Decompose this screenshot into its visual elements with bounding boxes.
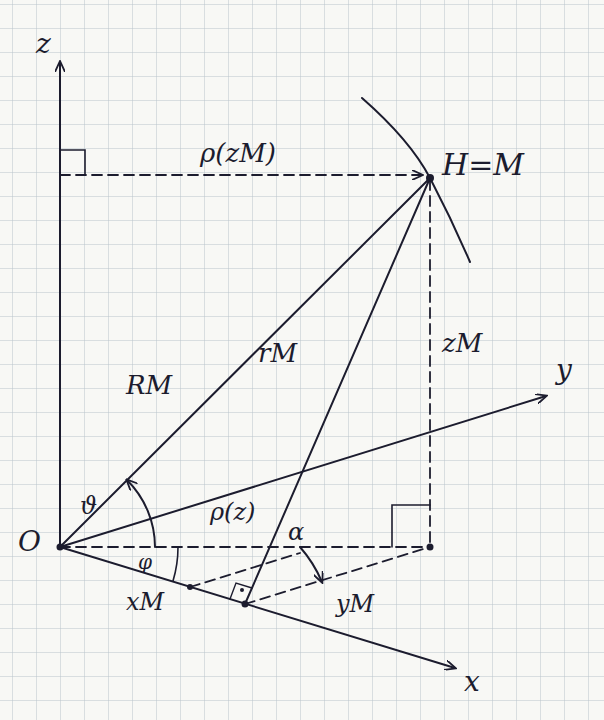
- angle-label: ϑ: [80, 494, 97, 518]
- axis-label: x: [464, 668, 480, 696]
- point-label: H=M: [442, 150, 524, 180]
- point-m: [426, 174, 434, 182]
- point: [240, 588, 244, 592]
- x-axis: [60, 547, 455, 668]
- origin-point: [57, 544, 64, 551]
- distance-label: zM: [442, 330, 482, 356]
- z-axis: [59, 62, 61, 547]
- distance-label: ρ(zM): [200, 140, 276, 166]
- right-angle: [392, 505, 430, 547]
- axis-label: z: [36, 30, 51, 58]
- right-angle: [230, 583, 252, 599]
- phi-arc: [173, 547, 178, 581]
- surface-curve: [362, 98, 470, 262]
- foot-point: [427, 544, 434, 551]
- distance-label: rM: [258, 340, 297, 366]
- distance-label: ρ(z): [210, 500, 255, 524]
- axis-label: y: [556, 356, 572, 384]
- coordinate-label: yM: [336, 592, 374, 616]
- origin-label: O: [18, 528, 41, 556]
- xm-point: [242, 601, 249, 608]
- rho-line: [60, 546, 430, 548]
- angle-label: φ: [138, 552, 152, 572]
- angle-label: α: [288, 520, 304, 544]
- zm-line: [429, 180, 431, 547]
- coordinate-label: xM: [126, 590, 164, 614]
- theta-arc: [127, 480, 155, 547]
- distance-label: RM: [126, 372, 172, 398]
- parallel-line: [190, 553, 300, 587]
- radius-line: [60, 178, 430, 547]
- r-line: [245, 178, 430, 604]
- alpha-arc: [300, 547, 322, 582]
- right-angle: [60, 150, 85, 175]
- rho-zm-line: [60, 174, 422, 176]
- point: [187, 584, 193, 590]
